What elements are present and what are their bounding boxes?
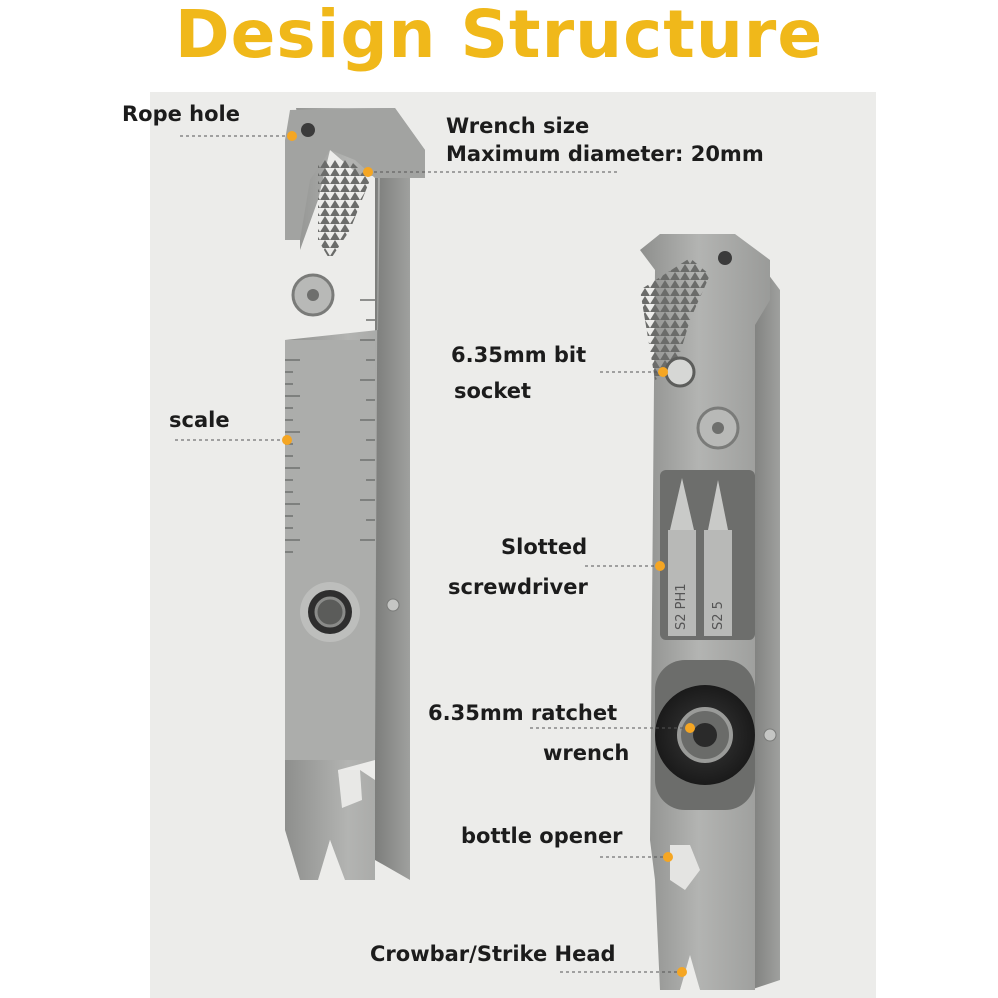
left-bit-marking: S2 PH1	[674, 583, 689, 630]
page-title: Design Structure	[174, 0, 824, 73]
left-tool-side-face	[375, 132, 410, 880]
left-scale-ticks	[285, 299, 375, 553]
label-slotted-line2: screwdriver	[448, 575, 588, 599]
label-scale: scale	[169, 408, 230, 432]
left-tool	[285, 108, 425, 882]
dot-scale	[282, 435, 292, 445]
right-bit-socket	[664, 356, 696, 388]
label-wrench-diameter: Maximum diameter: 20mm	[446, 142, 764, 166]
label-wrench-size: Wrench size	[446, 114, 590, 138]
callout-leaders	[175, 135, 690, 973]
right-rope-hole	[718, 251, 732, 265]
right-tool: S2 PH1 S2 5	[640, 234, 780, 990]
dot-rope-hole	[287, 131, 297, 141]
label-slotted-line1: Slotted	[501, 535, 588, 559]
dot-bottle-opener	[663, 852, 673, 862]
screwdriver-bit-left	[668, 478, 696, 636]
left-side-screw	[386, 598, 400, 612]
callout-dots	[282, 131, 695, 977]
dot-slotted	[655, 561, 665, 571]
dot-bit-socket	[658, 367, 668, 377]
left-tool-head	[285, 108, 425, 240]
label-ratchet-line2: wrench	[543, 741, 630, 765]
dot-wrench-size	[363, 167, 373, 177]
left-bottle-opener	[338, 770, 362, 808]
right-tool-side-face	[750, 250, 780, 990]
left-scale-panel	[285, 340, 375, 760]
left-wrench-jaw	[318, 160, 370, 260]
label-ratchet-line1: 6.35mm ratchet	[428, 701, 618, 725]
screwdriver-bit-right	[704, 480, 732, 636]
label-crowbar: Crowbar/Strike Head	[370, 942, 616, 966]
dot-crowbar	[677, 967, 687, 977]
right-bottle-opener	[670, 845, 700, 890]
right-side-screw	[763, 728, 777, 742]
label-bottle-opener: bottle opener	[461, 824, 623, 848]
right-bit-marking: S2 5	[711, 601, 726, 630]
dot-ratchet	[685, 723, 695, 733]
left-rope-hole	[301, 123, 315, 137]
right-crowbar-notch	[680, 955, 700, 990]
left-crowbar-notch	[318, 840, 345, 882]
label-bit-socket-line1: 6.35mm bit	[451, 343, 587, 367]
right-wrench-jaw	[640, 258, 710, 380]
label-rope-hole: Rope hole	[122, 102, 241, 126]
label-bit-socket-line2: socket	[454, 379, 532, 403]
